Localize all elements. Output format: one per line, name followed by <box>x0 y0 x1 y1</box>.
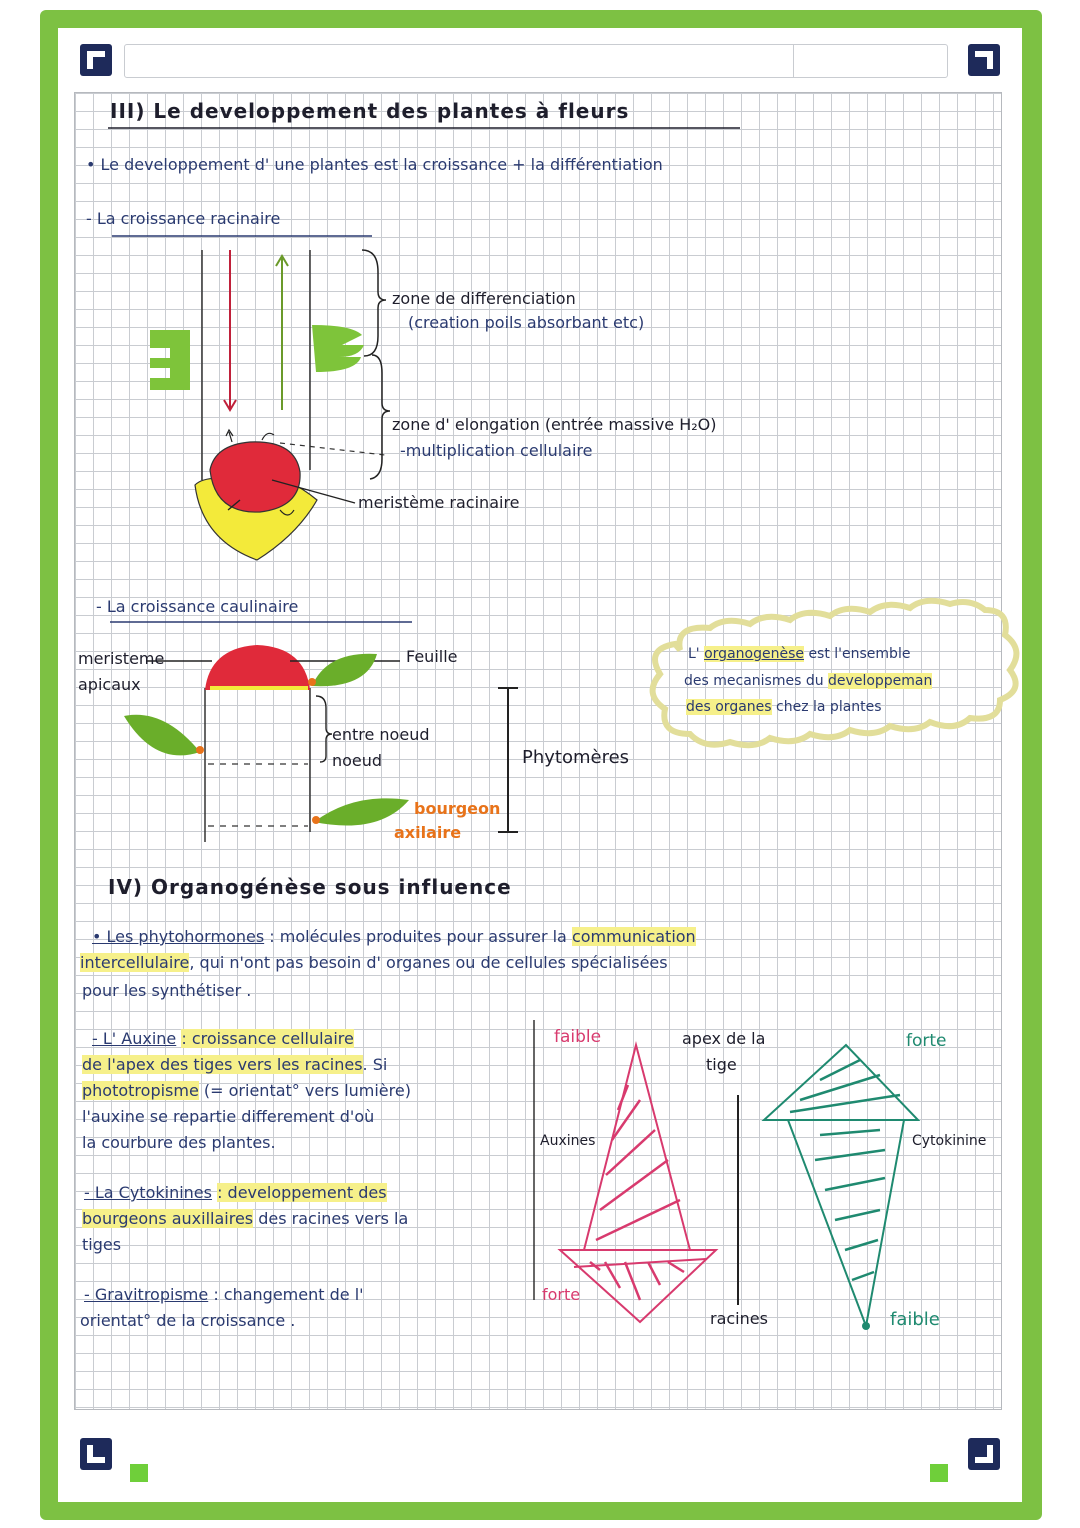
intro-text: • Le developpement d' une plantes est la… <box>86 155 663 174</box>
meristem-apical-label-2: apicaux <box>78 675 141 694</box>
cyto-line-1: - La Cytokinines : developpement des <box>84 1183 387 1202</box>
meristem-apical-label-1: meristeme <box>78 649 165 668</box>
stem-heading: - La croissance caulinaire <box>96 597 299 616</box>
green-square-marker <box>130 1464 148 1482</box>
phytomeres-label: Phytomères <box>522 747 630 768</box>
auxine-line-2: de l'apex des tiges vers les racines. Si <box>82 1055 388 1074</box>
zone-elong-label: zone d' elongation (entrée massive H₂O) <box>392 415 717 434</box>
section4-title: IV) Organogénèse sous influence <box>108 875 512 899</box>
header-field <box>124 44 948 78</box>
hormone-diagram <box>533 1020 921 1330</box>
cloud-line-3: des organes chez la plantes <box>686 699 882 715</box>
phyto-line-2: intercellulaire, qui n'ont pas besoin d'… <box>80 953 668 972</box>
green-square-marker <box>930 1464 948 1482</box>
auxine-line-4: l'auxine se repartie differement d'où <box>82 1107 375 1126</box>
node-label: noeud <box>332 751 383 770</box>
cloud-shape <box>649 597 1020 749</box>
meristem-root-label: meristème racinaire <box>358 493 520 512</box>
cyto-forte-label: forte <box>906 1031 947 1051</box>
page-title: III) Le developpement des plantes à fleu… <box>110 99 630 123</box>
leaf-label: Feuille <box>406 647 458 666</box>
internode-label: entre noeud <box>332 725 430 744</box>
root-heading: - La croissance racinaire <box>86 209 281 228</box>
cloud-line-1: L' organogenèse est l'ensemble <box>688 646 911 662</box>
phyto-line-3: pour les synthétiser . <box>82 981 252 1000</box>
racines-label: racines <box>710 1309 768 1328</box>
auxine-line-1: - L' Auxine : croissance cellulaire <box>92 1029 354 1048</box>
gravi-line-2: orientat° de la croissance . <box>80 1311 296 1330</box>
auxines-label: Auxines <box>540 1133 596 1149</box>
apex-label-2: tige <box>706 1055 737 1074</box>
root-diagram <box>150 249 391 561</box>
zone-diff-label: zone de differenciation <box>392 289 576 308</box>
cyto-faible-label: faible <box>890 1309 940 1330</box>
cyto-line-3: tiges <box>82 1235 122 1254</box>
auxine-faible-label: faible <box>554 1027 602 1047</box>
cyto-line-2: bourgeons auxillaires des racines vers l… <box>82 1209 409 1228</box>
corner-marker-top-left-icon <box>80 44 112 76</box>
zone-mult-label: -multiplication cellulaire <box>400 441 593 460</box>
phyto-line-1: • Les phytohormones : molécules produite… <box>92 927 696 946</box>
bud-label-2: axilaire <box>394 823 462 842</box>
corner-marker-bottom-left-icon <box>80 1438 112 1470</box>
apex-label-1: apex de la <box>682 1029 766 1048</box>
auxine-line-5: la courbure des plantes. <box>82 1133 276 1152</box>
gravi-line-1: - Gravitropisme : changement de l' <box>84 1285 364 1304</box>
auxine-line-3: phototropisme (= orientat° vers lumière) <box>82 1081 411 1100</box>
auxine-forte-label: forte <box>542 1285 581 1304</box>
corner-marker-top-right-icon <box>968 44 1000 76</box>
cloud-line-2: des mecanismes du developpeman <box>684 673 933 689</box>
zone-diff-note: (creation poils absorbant etc) <box>408 313 645 332</box>
corner-marker-bottom-right-icon <box>968 1438 1000 1470</box>
bud-label-1: bourgeon <box>414 799 501 818</box>
stem-diagram <box>124 645 518 842</box>
cytokinine-label: Cytokinine <box>912 1133 987 1149</box>
